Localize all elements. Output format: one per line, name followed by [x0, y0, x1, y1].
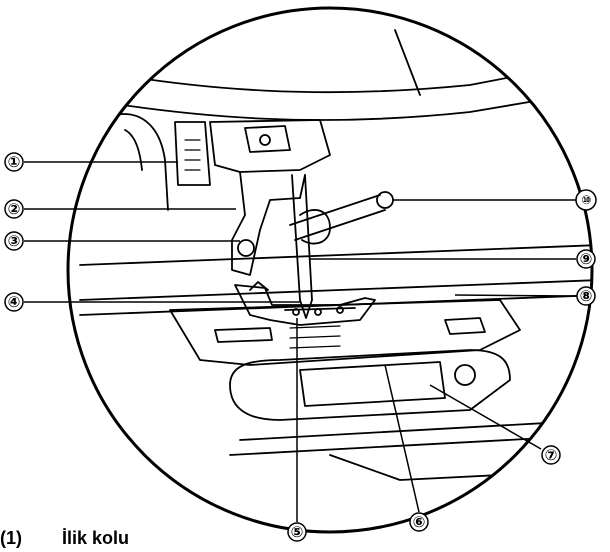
magnifier-circle — [66, 6, 594, 534]
callout-6: ⑥ — [409, 512, 429, 532]
callout-4-label: ④ — [8, 293, 21, 311]
callout-4: ④ — [4, 292, 24, 312]
leader-6 — [384, 364, 420, 513]
callout-7: ⑦ — [541, 445, 561, 465]
callout-5-label: ⑤ — [291, 523, 304, 541]
callout-5: ⑤ — [287, 522, 307, 542]
callout-1-label: ① — [8, 153, 21, 171]
leader-lines — [24, 161, 577, 522]
caption: (1) İlik kolu — [0, 528, 129, 549]
callout-2-label: ② — [8, 200, 21, 218]
leader-7 — [429, 384, 542, 450]
callout-7-label: ⑦ — [545, 446, 558, 464]
callout-10-label: ⑩ — [581, 193, 591, 207]
callout-1: ① — [4, 152, 24, 172]
callout-10: ⑩ — [575, 189, 597, 211]
machine-illustration — [79, 29, 592, 481]
caption-text: İlik kolu — [62, 528, 130, 548]
callout-3: ③ — [4, 231, 24, 251]
callout-3-label: ③ — [8, 232, 21, 250]
callout-8-label: ⑧ — [580, 287, 593, 305]
callout-9-label: ⑨ — [580, 250, 593, 268]
leader-8 — [454, 294, 577, 297]
callout-2: ② — [4, 199, 24, 219]
caption-number: (1) — [0, 528, 22, 548]
callout-9: ⑨ — [576, 249, 596, 269]
callout-8: ⑧ — [576, 286, 596, 306]
callout-6-label: ⑥ — [413, 513, 426, 531]
